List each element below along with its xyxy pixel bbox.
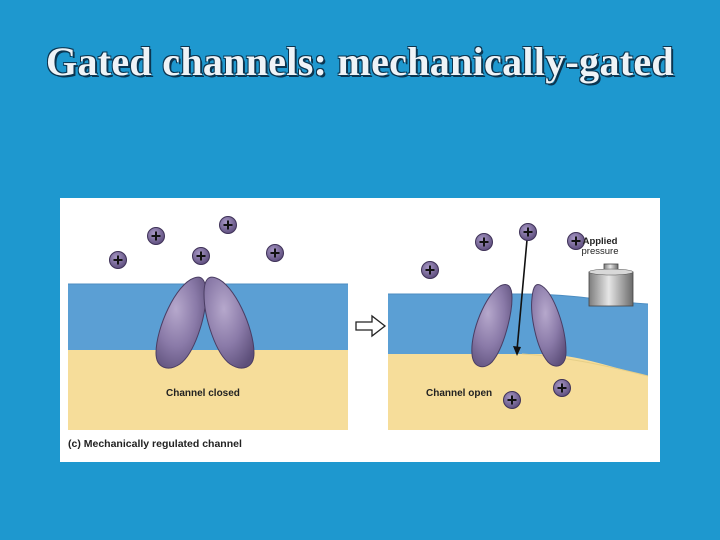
ion-left-5 xyxy=(265,243,285,263)
ion-right-1 xyxy=(474,232,494,252)
slide-title: Gated channels: mechanically-gated xyxy=(46,39,674,84)
channel-open-label: Channel open xyxy=(426,388,493,399)
weight-icon xyxy=(588,263,634,307)
protein-left-b xyxy=(203,276,255,369)
transition-arrow xyxy=(355,314,387,338)
ion-left-4 xyxy=(191,246,211,266)
ion-left-1 xyxy=(146,226,166,246)
open-panel xyxy=(388,222,649,430)
protein-right-a xyxy=(471,284,513,368)
closed-panel xyxy=(68,215,348,430)
applied-pressure-label: Applied pressure xyxy=(565,237,635,257)
ion-left-3 xyxy=(108,250,128,270)
channel-closed-label: Channel closed xyxy=(166,388,240,399)
channel-figure: Channel closed Channel open Applied pres… xyxy=(60,198,660,462)
cytoplasm-left xyxy=(68,348,348,430)
ion-right-5 xyxy=(552,378,572,398)
ion-right-2 xyxy=(518,222,538,242)
protein-right-b xyxy=(531,284,567,367)
channel-diagram xyxy=(68,215,649,430)
figure-caption: (c) Mechanically regulated channel xyxy=(68,438,242,450)
ion-right-4 xyxy=(420,260,440,280)
applied-label-line2: pressure xyxy=(581,246,619,257)
ion-left-2 xyxy=(218,215,238,235)
applied-label-line1: Applied xyxy=(582,236,618,247)
ion-right-6 xyxy=(502,390,522,410)
ion-flow-arrow xyxy=(516,239,528,351)
